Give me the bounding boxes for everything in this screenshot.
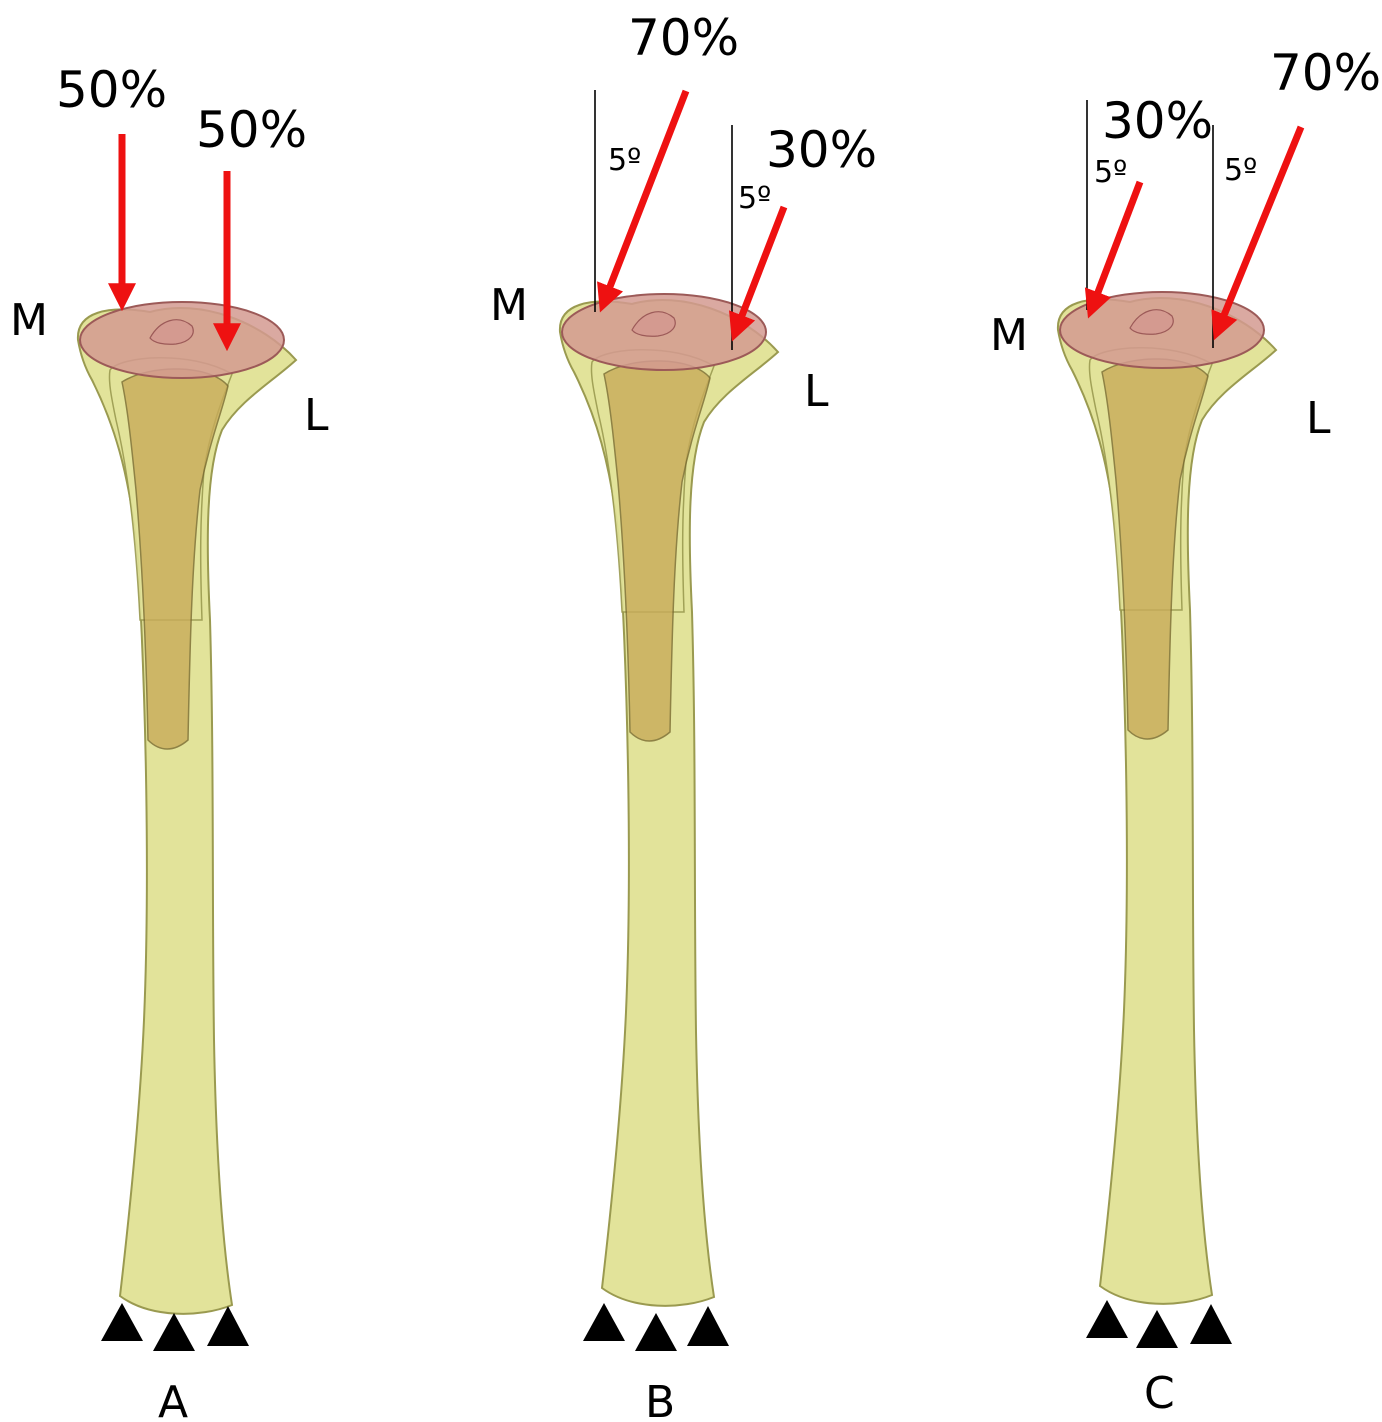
lateral-load-arrow <box>736 207 784 331</box>
panel-c: 30% 70% 5º 5º M L C <box>990 44 1381 1419</box>
medial-load-arrow <box>1092 182 1140 308</box>
support-triangle <box>207 1306 249 1346</box>
medial-side-label: M <box>990 310 1028 361</box>
support-triangle <box>153 1313 195 1351</box>
lateral-side-label: L <box>304 390 329 441</box>
medial-angle-label: 5º <box>1094 155 1127 190</box>
lateral-load-percent: 30% <box>766 121 877 179</box>
panel-label: C <box>1144 1368 1175 1419</box>
support-triangles <box>583 1303 729 1351</box>
lateral-angle-label: 5º <box>738 181 771 216</box>
lateral-load-percent: 50% <box>196 101 307 159</box>
tibia-bone <box>78 302 296 1314</box>
support-triangles <box>1086 1300 1232 1348</box>
medial-load-arrow <box>604 91 686 302</box>
tibia-bone <box>1058 292 1276 1304</box>
panel-a: 50% 50% M L A <box>10 61 329 1422</box>
panel-label: B <box>645 1377 675 1422</box>
support-triangle <box>635 1313 677 1351</box>
lateral-side-label: L <box>1306 393 1331 444</box>
medial-load-percent: 70% <box>628 9 739 67</box>
medial-load-percent: 50% <box>56 61 167 119</box>
support-triangle <box>1190 1304 1232 1344</box>
lateral-load-percent: 70% <box>1270 44 1381 102</box>
panel-b: 70% 30% 5º 5º M L B <box>490 9 877 1422</box>
support-triangle <box>1086 1300 1128 1338</box>
support-triangle <box>583 1303 625 1341</box>
medial-side-label: M <box>490 280 528 331</box>
support-triangle <box>1136 1310 1178 1348</box>
lateral-side-label: L <box>804 366 829 417</box>
tibia-bone <box>560 294 778 1306</box>
medial-load-percent: 30% <box>1102 92 1213 150</box>
medial-angle-label: 5º <box>608 143 641 178</box>
lateral-angle-label: 5º <box>1224 153 1257 188</box>
support-triangle <box>101 1303 143 1341</box>
support-triangle <box>687 1306 729 1346</box>
panel-label: A <box>158 1377 188 1422</box>
medial-side-label: M <box>10 295 48 346</box>
